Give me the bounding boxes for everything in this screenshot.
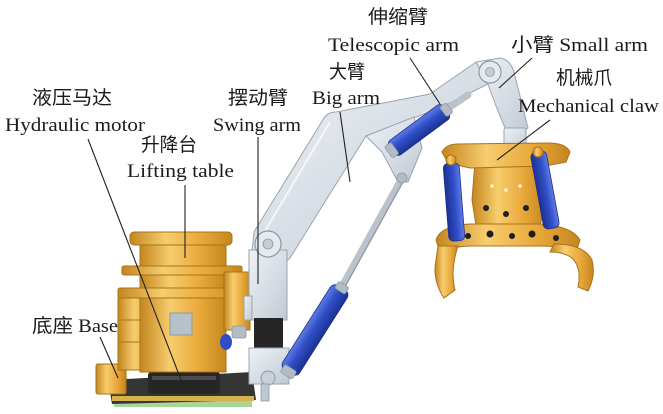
swing-arm-joint-block xyxy=(254,318,283,348)
claw-top-bracket xyxy=(441,142,571,169)
big-arm-edge xyxy=(261,121,331,237)
valve-knob xyxy=(220,325,247,350)
claw-rivet xyxy=(490,184,494,188)
label-mechanical-claw-en: Mechanical claw xyxy=(518,96,659,117)
claw-left-jaw xyxy=(434,245,459,299)
lift-cylinder-barrel xyxy=(280,281,349,379)
hydraulic-motor xyxy=(148,372,220,394)
label-big-arm-en: Big arm xyxy=(312,88,380,109)
lifting-table xyxy=(117,231,251,373)
label-swing-arm-en: Swing arm xyxy=(213,115,301,136)
leader-line-telescopic-arm xyxy=(409,57,441,105)
base-left-block xyxy=(95,363,127,395)
lift-rod-eye xyxy=(396,172,408,184)
swing-arm-foot-rod xyxy=(260,383,270,402)
claw-hole xyxy=(553,235,559,241)
motor-highlight xyxy=(152,376,216,380)
label-lifting-table-cn: 升降台 xyxy=(141,134,197,156)
leader-lines xyxy=(87,57,551,386)
inspection-plate xyxy=(169,312,193,336)
lifting-table-cylinder xyxy=(139,239,227,373)
barrel-body xyxy=(281,284,349,376)
leader-line-small-arm xyxy=(498,57,533,89)
label-big-arm-cn: 大臂 xyxy=(329,61,365,83)
label-small-arm: 小臂 Small arm xyxy=(511,34,648,56)
valve-cap xyxy=(220,334,232,350)
swing-arm-bottom-eye xyxy=(260,370,276,386)
claw-hole xyxy=(523,205,529,211)
barrel-cap-top xyxy=(334,281,349,295)
label-base: 底座 Base xyxy=(32,315,118,337)
telescopic-barrel xyxy=(384,102,453,158)
label-swing-arm-cn: 摆动臂 xyxy=(228,87,288,109)
lift-cylinder-rod xyxy=(336,174,406,294)
labels: 伸缩臂 Telescopic arm 小臂 Small arm 大臂 Big a… xyxy=(5,6,659,337)
swing-arm-side-detail xyxy=(243,295,253,321)
small-arm-pivot-pin xyxy=(485,67,495,77)
claw-rivet xyxy=(504,188,508,192)
leader-line-mechanical-claw xyxy=(496,119,551,161)
barrel-cap-top xyxy=(439,102,453,117)
claw-hole xyxy=(503,211,509,217)
ground-strip xyxy=(114,401,252,407)
swing-arm-pivot-pin xyxy=(262,238,274,250)
barrel-cap-bottom xyxy=(384,142,399,158)
lifting-table-rib xyxy=(121,265,243,276)
claw-right-jaw xyxy=(549,243,594,292)
claw-pin xyxy=(532,146,544,158)
claw-hole xyxy=(509,233,515,239)
base-rail xyxy=(112,396,254,401)
label-hydraulic-motor-cn: 液压马达 xyxy=(32,87,112,109)
claw-hole xyxy=(465,233,471,239)
claw-hole xyxy=(483,205,489,211)
claw-hole xyxy=(486,230,494,238)
valve-body xyxy=(231,325,247,339)
swing-arm xyxy=(243,230,290,402)
label-mechanical-claw-cn: 机械爪 xyxy=(556,67,612,89)
leader-line-hydraulic-motor xyxy=(87,138,184,386)
lift-cylinder xyxy=(280,172,408,379)
lift-cylinder-rod-shade xyxy=(341,179,405,293)
barrel-cap-bottom xyxy=(280,364,297,379)
mechanical-claw xyxy=(434,142,594,299)
label-hydraulic-motor-en: Hydraulic motor xyxy=(5,115,146,136)
leader-line-big-arm xyxy=(339,111,351,183)
label-telescopic-arm-en: Telescopic arm xyxy=(328,35,459,56)
label-telescopic-arm-cn: 伸缩臂 xyxy=(368,6,428,28)
leader-line-base xyxy=(99,336,119,379)
swing-arm-upper xyxy=(248,249,288,321)
claw-rivet xyxy=(518,184,522,188)
claw-hole xyxy=(528,230,536,238)
claw-pin xyxy=(445,154,457,166)
telescopic-arm xyxy=(384,91,472,158)
motor-body xyxy=(148,372,220,394)
lifting-table-flange xyxy=(129,231,233,246)
label-lifting-table-en: Lifting table xyxy=(127,161,234,182)
